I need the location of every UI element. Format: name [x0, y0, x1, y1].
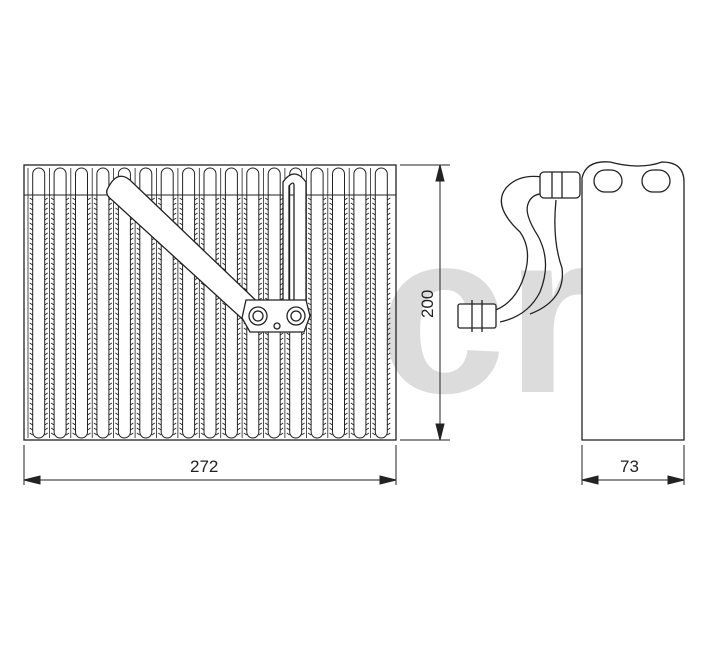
side-fitting [457, 303, 497, 329]
fin-tube [310, 167, 324, 439]
width-arrow-left [23, 475, 41, 485]
evaporator-core [23, 164, 397, 441]
side-pipe-inner [529, 199, 564, 315]
dimension-lines [23, 164, 685, 485]
fin-tube [203, 167, 217, 439]
fin-zigzag [307, 197, 327, 436]
flange-port-right-inner [290, 310, 302, 322]
flange-bolt [273, 322, 281, 330]
core-pipes [106, 173, 311, 333]
flange-port-left-inner [252, 310, 264, 322]
fin-tube [117, 167, 131, 439]
fin-tube [32, 167, 46, 439]
height-arrow-top [435, 164, 445, 182]
vertical-pipe [282, 173, 307, 307]
fin-zigzag [329, 197, 348, 436]
fin-zigzag [93, 197, 113, 436]
side-pipe-lower [499, 193, 549, 323]
depth-arrow-left [581, 475, 599, 485]
fin-tube [96, 167, 110, 439]
fin-zigzag [72, 197, 91, 436]
depth-label: 73 [620, 457, 639, 476]
fin-zigzag [350, 197, 370, 436]
fin-zigzag [50, 197, 70, 436]
fin-tube [139, 167, 153, 439]
fin-zigzag [372, 197, 391, 436]
side-slot-left [593, 169, 623, 193]
width-label: 272 [190, 457, 218, 476]
fin-tube [53, 167, 67, 439]
fin-tube [182, 167, 196, 439]
height-arrow-bottom [435, 423, 445, 441]
core-fins [27, 167, 391, 439]
fin-zigzag [29, 197, 48, 436]
fin-tube [353, 167, 367, 439]
side-view [457, 161, 685, 441]
side-slot-right [641, 169, 671, 193]
fin-tube [160, 167, 174, 439]
depth-arrow-right [667, 475, 685, 485]
height-label: 200 [418, 290, 437, 318]
fin-tube [75, 167, 88, 439]
fin-tube [374, 167, 388, 439]
side-connector [539, 171, 581, 199]
side-pipe-upper [489, 175, 549, 313]
fin-tube [332, 167, 345, 439]
core-outline [23, 164, 397, 441]
width-arrow-right [379, 475, 397, 485]
side-body [581, 161, 685, 441]
